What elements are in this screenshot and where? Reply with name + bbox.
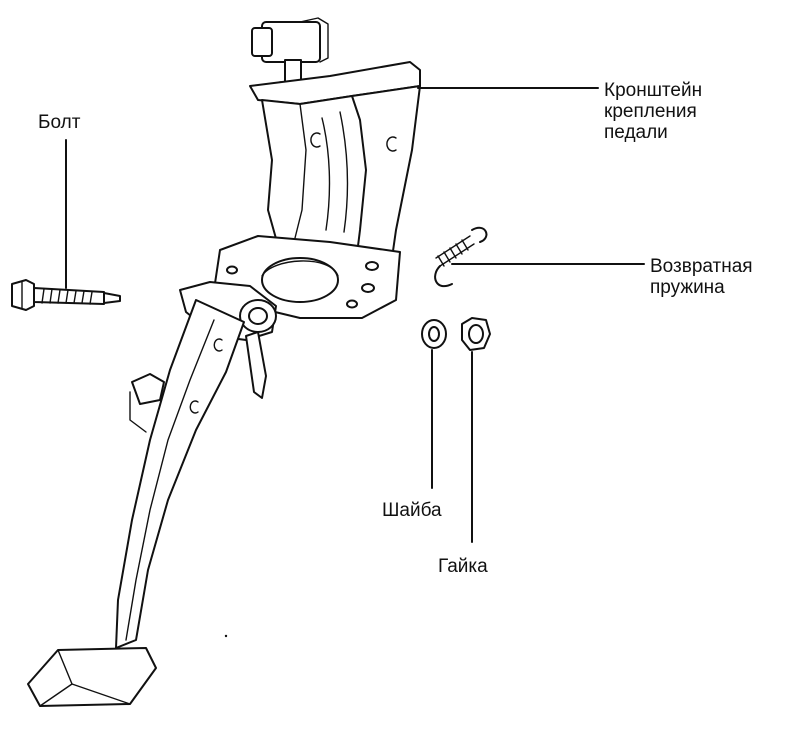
label-spring-line-2: пружина: [650, 277, 725, 298]
label-spring: Возвратная пружина: [650, 256, 753, 298]
label-spring-line-1: Возвратная: [650, 256, 753, 277]
label-bracket-line-2: крепления: [604, 101, 697, 122]
label-nut: Гайка: [438, 556, 488, 577]
label-nut-text: Гайка: [438, 556, 488, 577]
leader-lines: [65, 87, 645, 543]
pedal-bracket: [213, 17, 421, 319]
label-washer: Шайба: [382, 500, 442, 521]
label-bolt: Болт: [38, 112, 80, 133]
nut: [461, 317, 491, 351]
label-bracket: Кронштейн крепления педали: [604, 80, 702, 143]
label-bolt-text: Болт: [38, 112, 81, 133]
label-washer-text: Шайба: [382, 500, 442, 521]
bolt: [11, 279, 121, 311]
pedal-arm: [27, 281, 277, 707]
label-bracket-line-1: Кронштейн: [604, 80, 703, 101]
washer: [421, 319, 447, 349]
label-bracket-line-3: педали: [604, 122, 668, 143]
return-spring: [434, 226, 488, 287]
